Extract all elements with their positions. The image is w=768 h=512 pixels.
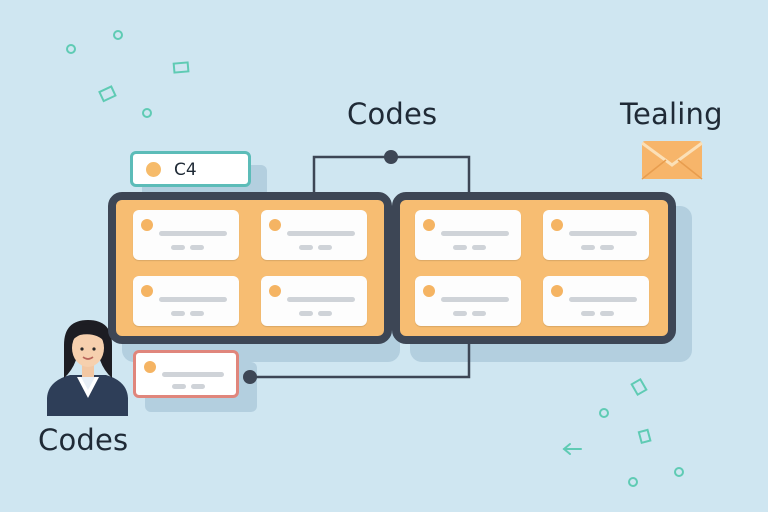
card-line	[287, 231, 355, 236]
card-line	[190, 245, 204, 250]
card-line	[171, 311, 185, 316]
card-line	[569, 231, 637, 236]
card-line	[159, 297, 227, 302]
confetti-square	[98, 85, 117, 103]
card-item[interactable]	[261, 210, 367, 260]
card-item[interactable]	[415, 276, 521, 326]
card-line	[472, 311, 486, 316]
card-line	[600, 245, 614, 250]
tag-dot-icon	[146, 162, 161, 177]
panel-left	[108, 192, 392, 344]
connector-node-bottom	[243, 370, 257, 384]
card-item[interactable]	[133, 276, 239, 326]
card-item[interactable]	[261, 276, 367, 326]
card-item[interactable]	[133, 210, 239, 260]
connector-bottom	[250, 340, 471, 379]
envelope-icon	[641, 141, 703, 180]
card-dot-icon	[269, 219, 281, 231]
card-line	[190, 311, 204, 316]
card-dot-icon	[269, 285, 281, 297]
diagram-label-top: Codes	[347, 97, 438, 131]
confetti-dot	[113, 30, 123, 40]
card-line	[299, 311, 313, 316]
tag-text: C4	[174, 160, 197, 180]
connector-node-top	[384, 150, 398, 164]
card-dot-icon	[551, 285, 563, 297]
card-line	[172, 384, 186, 389]
card-item[interactable]	[543, 276, 649, 326]
confetti-dot	[142, 108, 152, 118]
confetti-square	[630, 377, 648, 397]
card-item[interactable]	[543, 210, 649, 260]
card-line	[299, 245, 313, 250]
card-line	[569, 297, 637, 302]
confetti-top-left	[66, 30, 190, 118]
confetti-dot	[66, 44, 76, 54]
card-line	[441, 297, 509, 302]
card-line	[191, 384, 205, 389]
card-dot-icon	[141, 285, 153, 297]
card-line	[441, 231, 509, 236]
card-line	[171, 245, 185, 250]
card-line	[581, 245, 595, 250]
card-line	[581, 311, 595, 316]
card-line	[600, 311, 614, 316]
card-line	[453, 311, 467, 316]
card-line	[453, 245, 467, 250]
diagram-label-bottom: Codes	[38, 423, 129, 457]
diagram-label-right: Tealing	[620, 97, 723, 131]
confetti-dot	[674, 467, 684, 477]
card-line	[472, 245, 486, 250]
panel-right	[392, 192, 676, 344]
card-line	[162, 372, 224, 377]
card-line	[318, 245, 332, 250]
card-line	[159, 231, 227, 236]
card-dot-icon	[144, 361, 156, 373]
card-dot-icon	[551, 219, 563, 231]
alert-card[interactable]	[133, 350, 239, 398]
card-line	[287, 297, 355, 302]
confetti-square	[172, 61, 190, 74]
confetti-square	[637, 428, 652, 445]
card-line	[318, 311, 332, 316]
confetti-bottom-right	[599, 377, 684, 487]
confetti-dot	[599, 408, 609, 418]
arrow-left-icon	[562, 443, 582, 455]
confetti-dot	[628, 477, 638, 487]
tag-box[interactable]: C4	[130, 151, 251, 187]
person-avatar-icon	[47, 320, 128, 416]
card-dot-icon	[423, 285, 435, 297]
card-item[interactable]	[415, 210, 521, 260]
card-dot-icon	[423, 219, 435, 231]
card-dot-icon	[141, 219, 153, 231]
